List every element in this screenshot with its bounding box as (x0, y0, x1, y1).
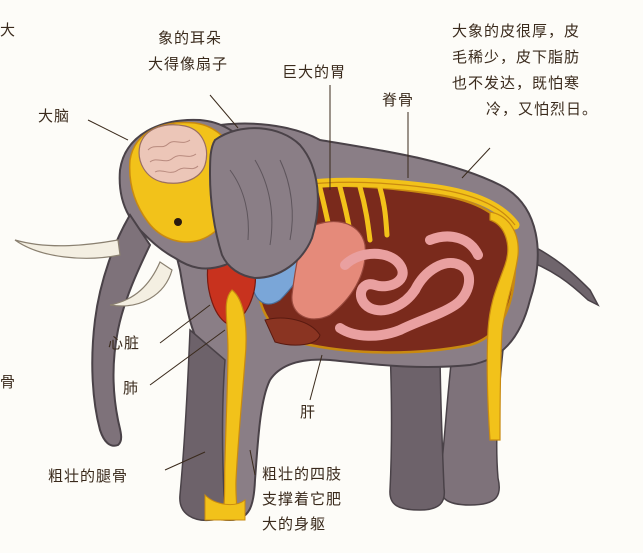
eye (174, 218, 182, 226)
label-heart: 心脏 (108, 333, 140, 353)
label-skin-note-line-3: 也不发达，既怕寒 (452, 70, 598, 96)
label-limbs: 粗壮的四肢 支撑着它肥 大的身躯 (262, 462, 342, 537)
back-left-leg (390, 345, 444, 510)
label-cut-mid-left: 骨 (0, 372, 16, 392)
label-limbs-line-1: 粗壮的四肢 (262, 462, 342, 487)
tusk-left (15, 240, 120, 258)
label-skin-note-line-1: 大象的皮很厚，皮 (452, 18, 598, 44)
label-lung: 肺 (123, 378, 139, 398)
label-leg-bone: 粗壮的腿骨 (48, 466, 128, 486)
label-stomach: 巨大的胃 (282, 62, 346, 82)
label-skin-note-line-4: 冷，又怕烈日。 (486, 96, 598, 122)
label-limbs-line-2: 支撑着它肥 (262, 487, 342, 512)
ear (210, 128, 318, 278)
label-brain: 大脑 (38, 106, 70, 126)
label-limbs-line-3: 大的身躯 (262, 512, 342, 537)
label-skin-note-line-2: 毛稀少，皮下脂肪 (452, 44, 598, 70)
label-ear-line-2: 大得像扇子 (148, 54, 228, 74)
label-ear: 象的耳朵 大得像扇子 (158, 28, 228, 74)
label-liver: 肝 (300, 402, 316, 422)
label-cut-top-left: 大 (0, 20, 16, 40)
label-skin-note: 大象的皮很厚，皮 毛稀少，皮下脂肪 也不发达，既怕寒 冷，又怕烈日。 (452, 18, 598, 122)
label-ear-line-1: 象的耳朵 (158, 28, 228, 48)
brain (139, 125, 206, 183)
label-spine: 脊骨 (382, 90, 414, 110)
